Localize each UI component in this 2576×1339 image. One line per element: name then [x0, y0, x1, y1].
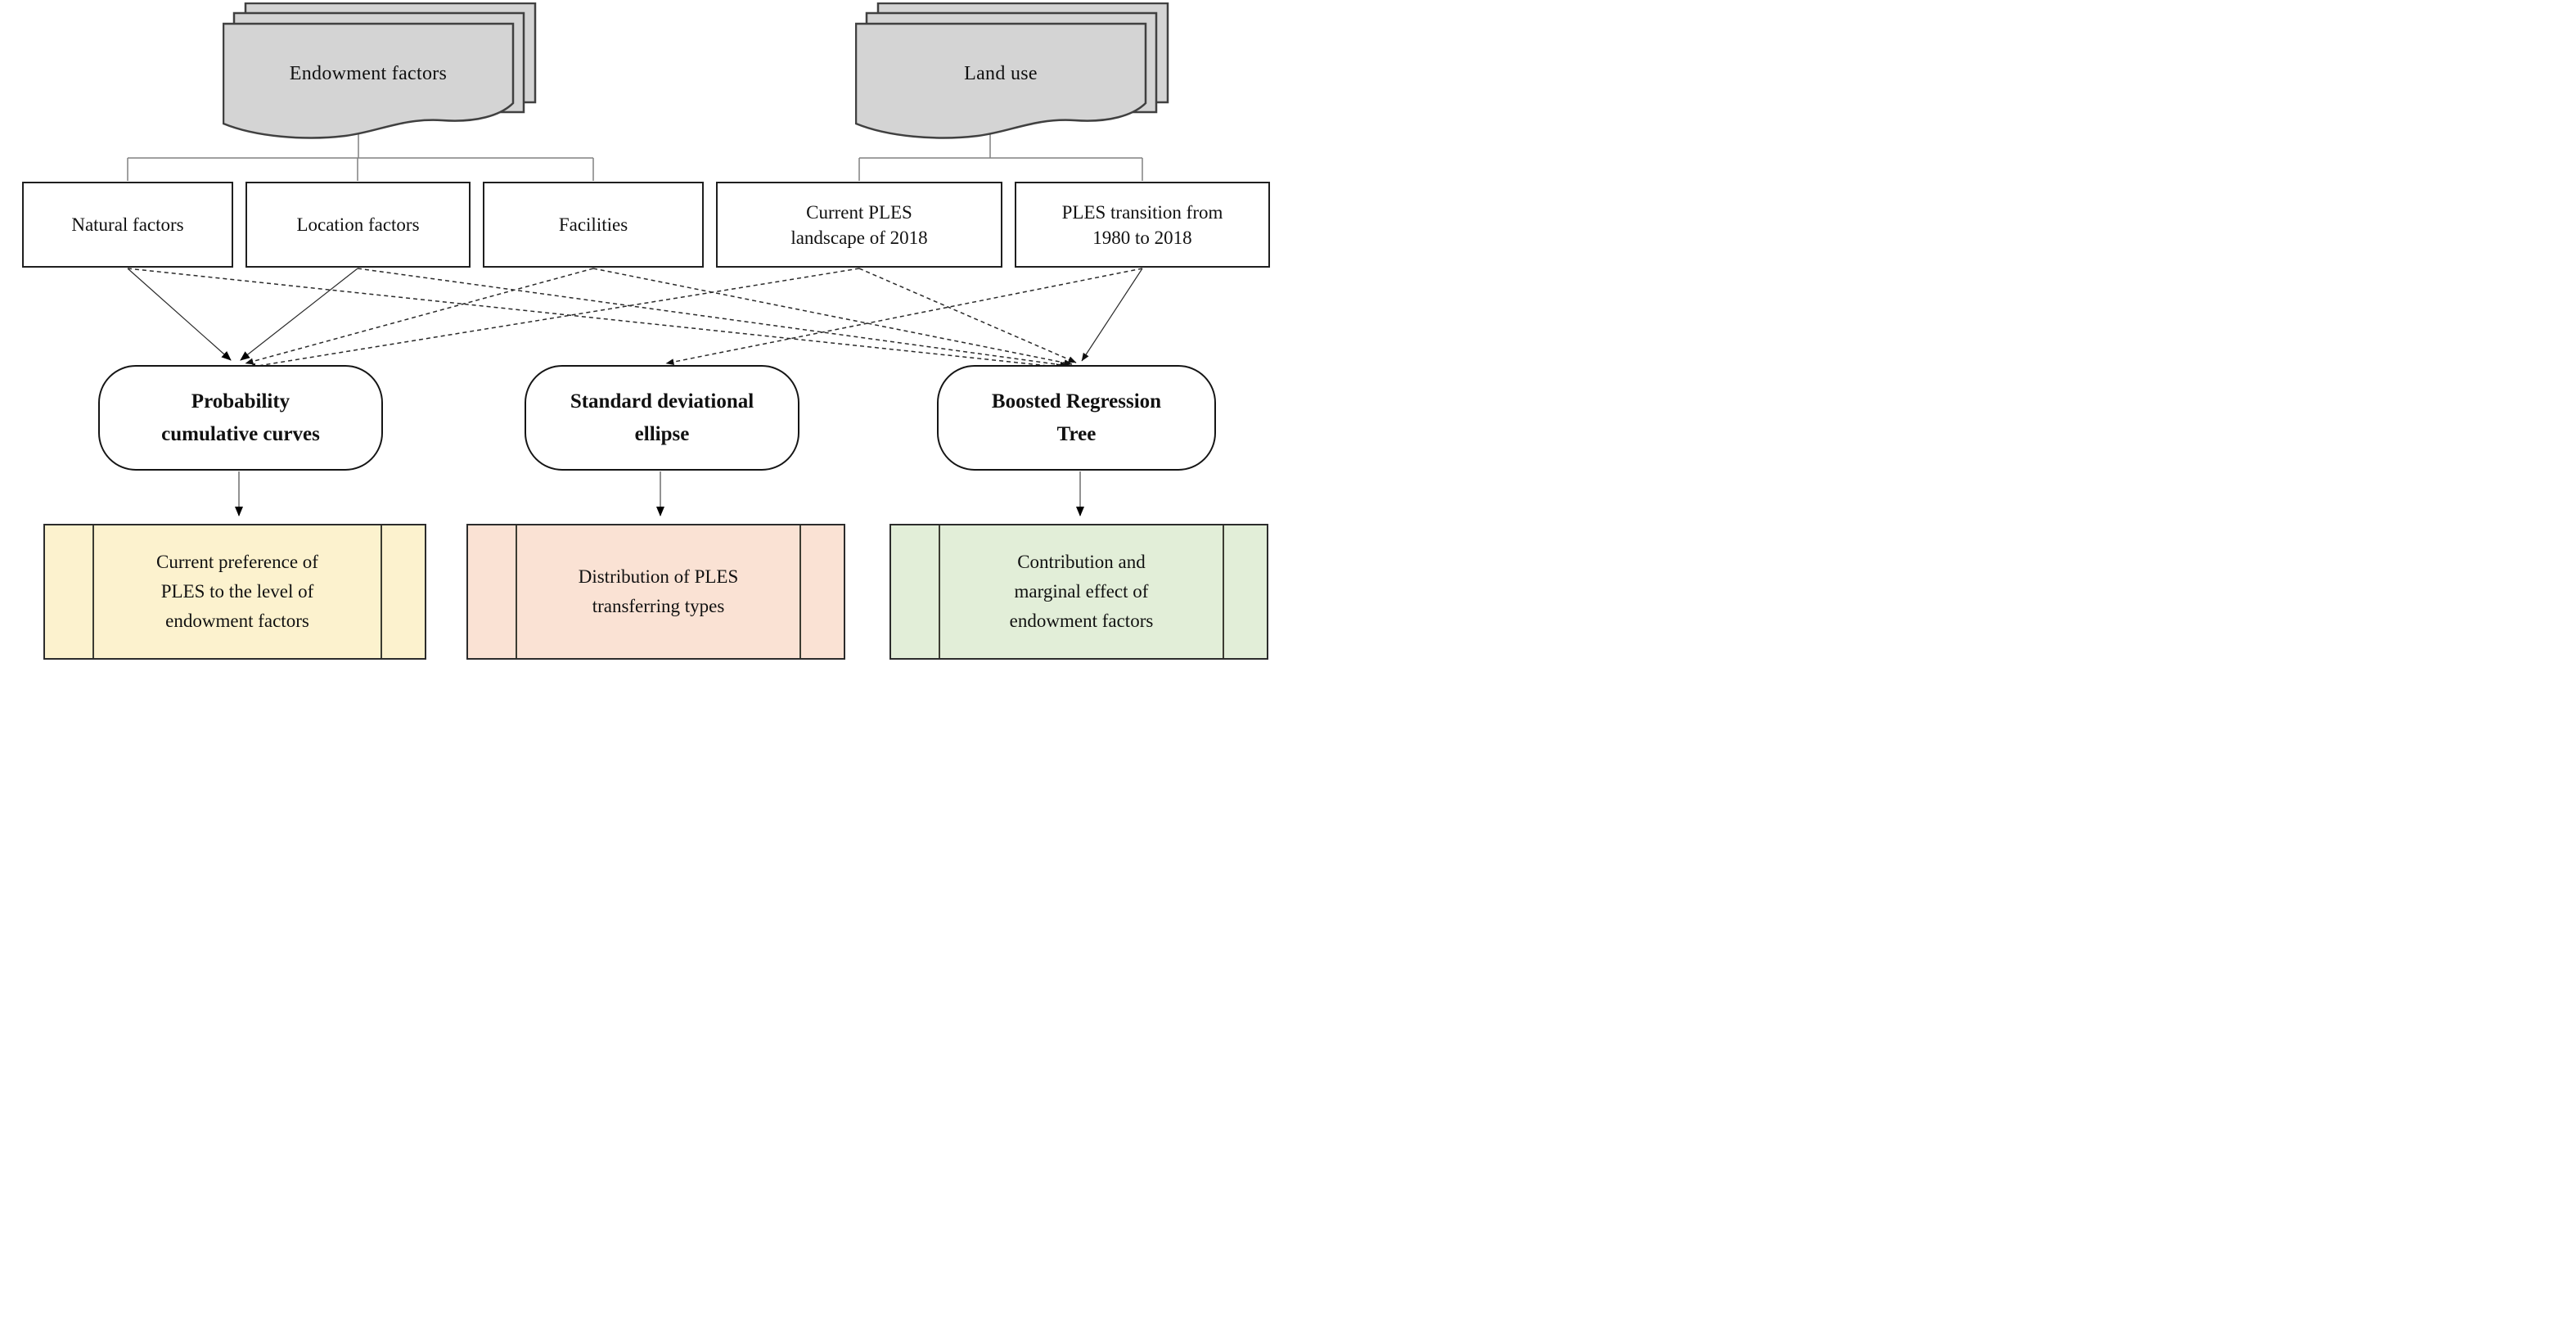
probability-cumulative-curves-label: Probability cumulative curves	[161, 390, 320, 445]
boosted-regression-tree-node: Boosted Regression Tree	[937, 365, 1216, 471]
arrow-currentples-to-brt	[858, 268, 1077, 363]
dashed-arrows	[127, 268, 1143, 370]
natural-factors-label: Natural factors	[71, 214, 184, 235]
arrow-natural-to-brt	[127, 268, 1065, 370]
boosted-regression-tree-label: Boosted Regression Tree	[991, 390, 1162, 445]
right-divider-line	[799, 525, 801, 658]
standard-deviational-ellipse-label: Standard deviational ellipse	[570, 390, 754, 445]
flowchart-canvas: Endowment factors Land use Natural facto…	[0, 0, 1288, 670]
location-factors-label: Location factors	[296, 214, 420, 235]
distribution-output-box: Distribution of PLES transferring types	[466, 524, 845, 660]
contribution-output-label: Contribution and marginal effect of endo…	[1009, 552, 1154, 631]
arrow-transition-to-brt	[1081, 268, 1143, 362]
distribution-output-label: Distribution of PLES transferring types	[578, 566, 739, 616]
endowment-factors-stack: Endowment factors	[223, 2, 537, 142]
facilities-box: Facilities	[483, 182, 704, 268]
right-divider-line	[381, 525, 382, 658]
natural-factors-box: Natural factors	[22, 182, 233, 268]
arrow-location-to-probability	[240, 268, 358, 361]
current-ples-landscape-box: Current PLES landscape of 2018	[716, 182, 1002, 268]
left-divider-line	[939, 525, 940, 658]
standard-deviational-ellipse-node: Standard deviational ellipse	[525, 365, 799, 471]
arrow-transition-to-sde	[665, 268, 1143, 366]
result-arrows	[235, 471, 1084, 516]
left-divider-line	[92, 525, 94, 658]
arrow-currentples-to-probability	[247, 268, 860, 370]
solid-arrows	[127, 268, 1143, 362]
ples-transition-label: PLES transition from 1980 to 2018	[1061, 201, 1223, 248]
preference-output-label: Current preference of PLES to the level …	[156, 552, 318, 631]
facilities-label: Facilities	[558, 214, 628, 235]
land-use-label: Land use	[964, 63, 1038, 84]
contribution-output-box: Contribution and marginal effect of endo…	[889, 524, 1268, 660]
current-ples-landscape-label: Current PLES landscape of 2018	[790, 201, 928, 248]
ples-transition-box: PLES transition from 1980 to 2018	[1015, 182, 1270, 268]
right-divider-line	[1223, 525, 1224, 658]
document-stack-icon	[855, 2, 1169, 139]
location-factors-box: Location factors	[245, 182, 471, 268]
document-stack-icon	[223, 2, 537, 139]
probability-cumulative-curves-node: Probability cumulative curves	[98, 365, 383, 471]
preference-output-box: Current preference of PLES to the level …	[43, 524, 426, 660]
land-use-stack: Land use	[855, 2, 1169, 142]
arrow-facilities-to-brt	[592, 268, 1073, 367]
left-divider-line	[516, 525, 517, 658]
endowment-factors-label: Endowment factors	[289, 63, 448, 84]
arrow-facilities-to-probability	[245, 268, 594, 365]
arrow-natural-to-probability	[127, 268, 232, 361]
arrow-location-to-brt	[357, 268, 1069, 368]
